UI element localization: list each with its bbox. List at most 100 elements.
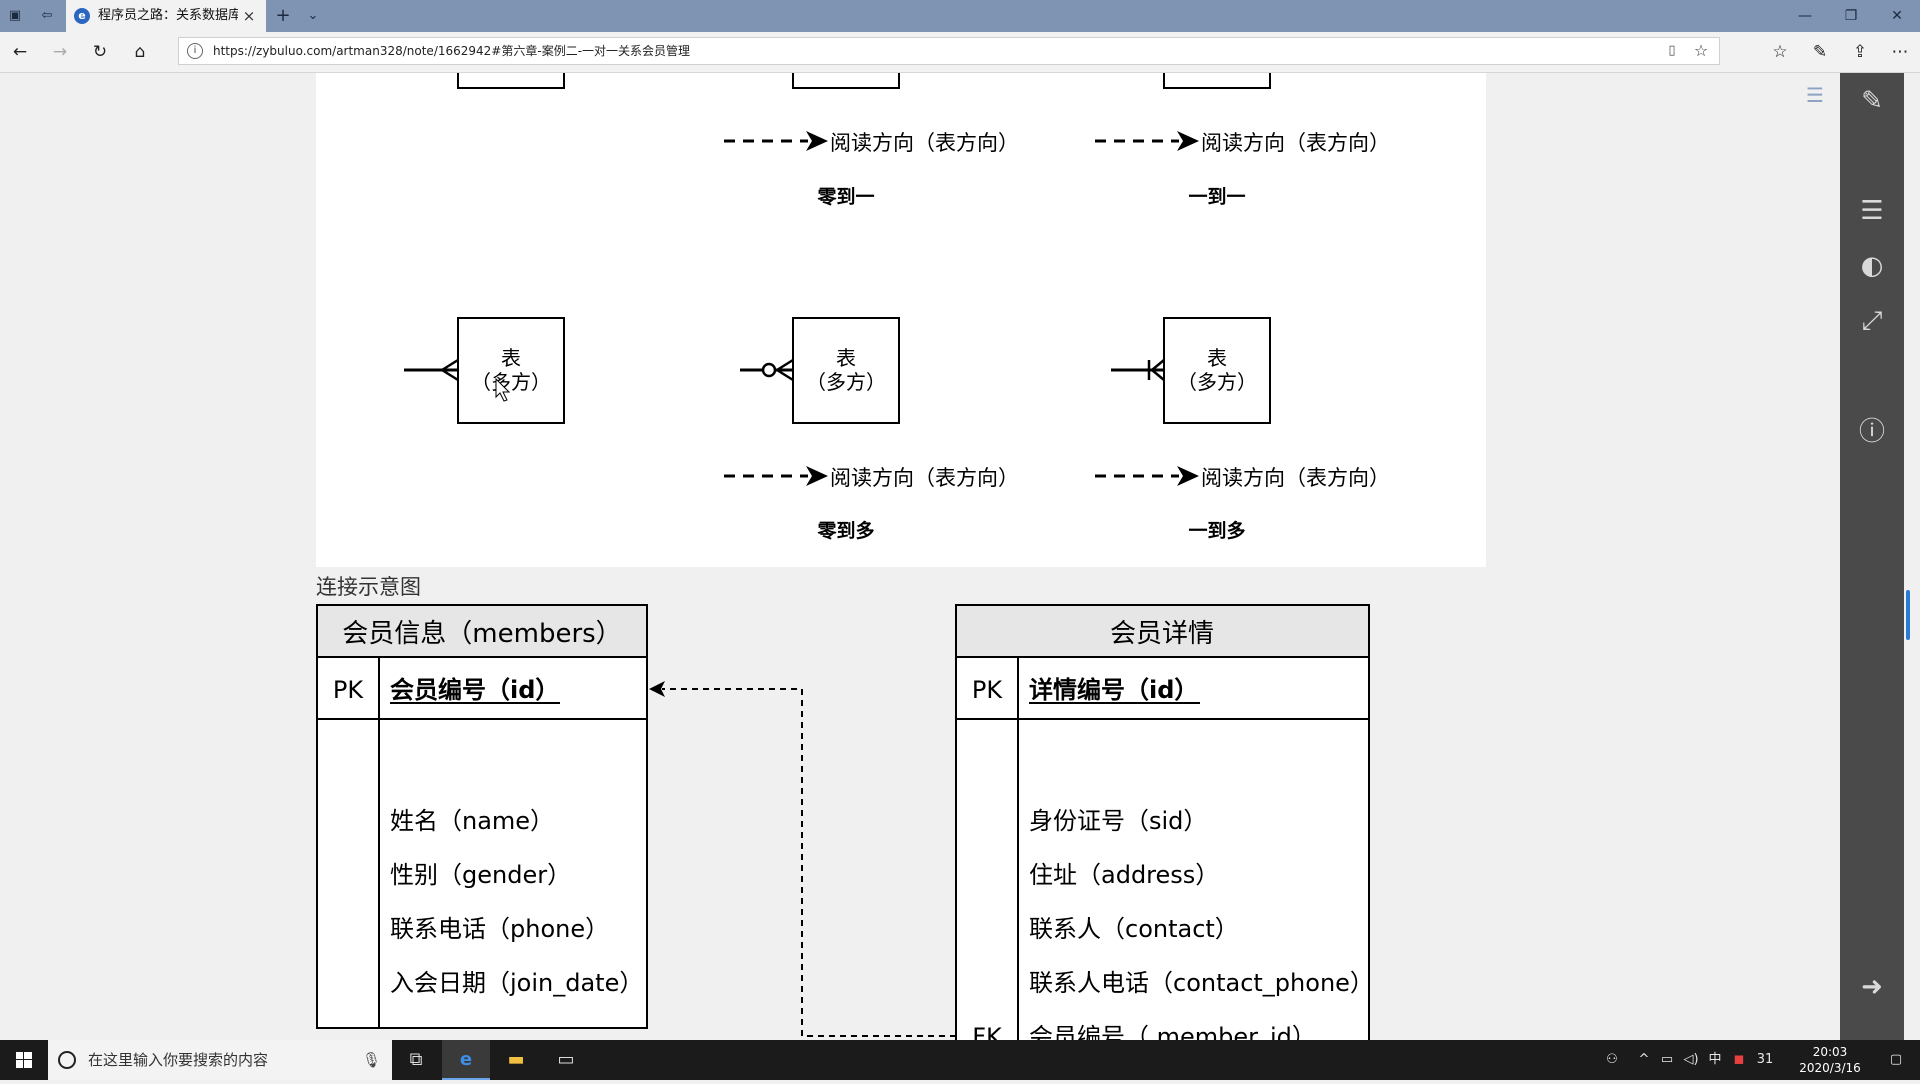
- home-icon[interactable]: ⌂: [134, 42, 146, 62]
- system-clock[interactable]: 20:03 2020/3/16: [1790, 1044, 1870, 1076]
- edge-browser-icon[interactable]: e: [442, 1040, 490, 1080]
- caption-one-to-many: 一到多: [1188, 519, 1245, 542]
- address-bar[interactable]: i https://zybuluo.com/artman328/note/166…: [178, 37, 1720, 65]
- members-pk-label: PK: [333, 676, 364, 704]
- details-field-sid: 身份证号（sid）: [1029, 807, 1207, 835]
- clock-time: 20:03: [1812, 1045, 1848, 1059]
- connection-title: 连接示意图: [316, 575, 421, 599]
- people-icon[interactable]: ⚇: [1606, 1052, 1618, 1067]
- network-icon[interactable]: ▭: [1660, 1052, 1674, 1067]
- file-explorer-icon[interactable]: ▬: [507, 1049, 525, 1070]
- browser-nav-bar: ← → ↻ ⌂ i https://zybuluo.com/artman328/…: [0, 32, 1920, 73]
- cortana-circle-icon: [58, 1051, 76, 1069]
- scrollbar[interactable]: [1904, 73, 1920, 1040]
- top-table-box-2: [792, 73, 900, 89]
- fk-relation-arrow: [649, 681, 956, 1037]
- task-view-icon[interactable]: ⧉: [409, 1049, 423, 1070]
- table-label-2: 表: [836, 346, 856, 370]
- crow-foot-zero-many: [740, 358, 794, 382]
- next-arrow-icon[interactable]: ➜: [1861, 972, 1883, 1002]
- browser-tab-bar: ▣ ⇦ e 程序员之路：关系数据库 × + ⌄ — ❐ ✕: [0, 0, 1920, 32]
- theme-contrast-icon[interactable]: ◐: [1860, 251, 1884, 281]
- edit-pencil-icon[interactable]: ✎: [1861, 86, 1883, 116]
- notation-diagram: 阅读方向（表方向） 阅读方向（表方向） 零到一 一到一 表 （多方） 表 （多方…: [316, 73, 1486, 567]
- active-tab[interactable]: e 程序员之路：关系数据库 ×: [66, 0, 266, 32]
- table-box-many-3: [1163, 317, 1271, 424]
- notation-svg: 阅读方向（表方向） 阅读方向（表方向） 零到一 一到一 表 （多方） 表 （多方…: [404, 73, 1390, 542]
- many-side-label-1: （多方）: [471, 370, 551, 394]
- crow-foot-one-many: [1111, 359, 1165, 381]
- tab-list-chevron-icon[interactable]: ⌄: [307, 8, 319, 23]
- many-side-label-3: （多方）: [1177, 370, 1257, 394]
- url-text: https://zybuluo.com/artman328/note/16629…: [213, 44, 691, 58]
- start-button[interactable]: [0, 1040, 48, 1080]
- caption-zero-to-many: 零到多: [816, 519, 874, 542]
- reading-view-icon[interactable]: ▯: [1668, 43, 1676, 58]
- fullscreen-icon[interactable]: ⤢: [1861, 306, 1883, 336]
- restore-icon[interactable]: ❐: [1844, 8, 1858, 24]
- details-field-contact: 联系人（contact）: [1029, 915, 1239, 943]
- new-tab-button[interactable]: +: [275, 5, 291, 26]
- volume-icon[interactable]: ◁): [1683, 1052, 1699, 1067]
- windows-taskbar: 在这里输入你要搜索的内容 🎙 ⧉ e ▬ ▭ ⚇ ^ ▭ ◁) 中 ◼ 31 2…: [0, 1040, 1920, 1080]
- taskbar-search-box[interactable]: 在这里输入你要搜索的内容 🎙: [48, 1040, 392, 1080]
- temperature-badge[interactable]: 31: [1756, 1052, 1774, 1067]
- details-pk-label: PK: [972, 676, 1003, 704]
- share-icon[interactable]: ⇪: [1852, 42, 1868, 62]
- favorites-hub-icon[interactable]: ☆: [1772, 42, 1788, 62]
- table-box-many-2: [792, 317, 900, 424]
- table-label-3: 表: [1207, 346, 1227, 370]
- clock-date: 2020/3/16: [1799, 1061, 1861, 1075]
- members-field-phone: 联系电话（phone）: [390, 915, 609, 943]
- caption-zero-to-one: 零到一: [816, 186, 874, 208]
- tab-close-icon[interactable]: ×: [242, 7, 256, 25]
- details-field-address: 住址（address）: [1029, 861, 1219, 889]
- top-table-box-1: [457, 73, 565, 89]
- table-box-many-1: [457, 317, 565, 424]
- reading-direction-label-3: 阅读方向（表方向）: [830, 466, 1019, 490]
- refresh-icon[interactable]: ↻: [92, 42, 108, 62]
- members-field-join-date: 入会日期（join_date）: [390, 969, 643, 997]
- ime-indicator[interactable]: 中: [1708, 1052, 1722, 1067]
- members-pk-field: 会员编号（id）: [390, 676, 559, 704]
- details-pk-field: 详情编号（id）: [1029, 676, 1198, 704]
- crow-foot-many: [404, 358, 459, 382]
- direction-arrow-2: [1095, 131, 1199, 151]
- tray-expand-icon[interactable]: ^: [1638, 1052, 1650, 1067]
- tab-manager-icon[interactable]: ▣: [8, 8, 22, 23]
- details-header: 会员详情: [1110, 619, 1214, 649]
- favorite-star-icon[interactable]: ☆: [1693, 41, 1709, 60]
- toc-list-icon[interactable]: ☰: [1806, 83, 1824, 107]
- window-close-icon[interactable]: ✕: [1891, 8, 1903, 24]
- members-field-name: 姓名（name）: [390, 807, 554, 835]
- top-table-box-3: [1163, 73, 1271, 89]
- details-fk-label: FK: [972, 1023, 1003, 1040]
- site-info-icon[interactable]: i: [187, 43, 203, 59]
- web-note-icon[interactable]: ✎: [1812, 42, 1828, 62]
- windows-logo-icon: [16, 1052, 32, 1068]
- minimize-icon[interactable]: —: [1798, 8, 1812, 24]
- tab-title: 程序员之路：关系数据库: [98, 8, 238, 23]
- notification-center-icon[interactable]: ▢: [1889, 1052, 1903, 1067]
- direction-arrow-4: [1095, 466, 1199, 486]
- search-placeholder: 在这里输入你要搜索的内容: [88, 1051, 269, 1069]
- security-shield-icon[interactable]: ◼: [1733, 1052, 1745, 1067]
- details-fk-field: 会员编号（ member_id）: [1029, 1023, 1316, 1040]
- scrollbar-thumb[interactable]: [1906, 590, 1910, 640]
- info-icon[interactable]: ⓘ: [1858, 417, 1885, 447]
- direction-arrow-3: [724, 466, 828, 486]
- terminal-app-icon[interactable]: ▭: [557, 1049, 575, 1070]
- set-aside-tabs-icon[interactable]: ⇦: [41, 8, 53, 23]
- menu-icon[interactable]: ☰: [1860, 196, 1884, 226]
- back-icon[interactable]: ←: [12, 42, 28, 62]
- more-menu-icon[interactable]: ⋯: [1891, 42, 1909, 62]
- site-favicon-icon: e: [74, 8, 90, 24]
- members-header: 会员信息（members）: [342, 619, 621, 649]
- direction-arrow-1: [724, 131, 828, 151]
- details-field-contact-phone: 联系人电话（contact_phone）: [1029, 969, 1374, 997]
- reading-direction-label-1: 阅读方向（表方向）: [830, 131, 1019, 155]
- microphone-icon[interactable]: 🎙: [362, 1051, 382, 1069]
- page-content: ☰: [0, 73, 1840, 1040]
- forward-icon[interactable]: →: [52, 42, 68, 62]
- side-toolbar: ✎ ☰ ◐ ⤢ ⓘ ➜: [1840, 73, 1904, 1040]
